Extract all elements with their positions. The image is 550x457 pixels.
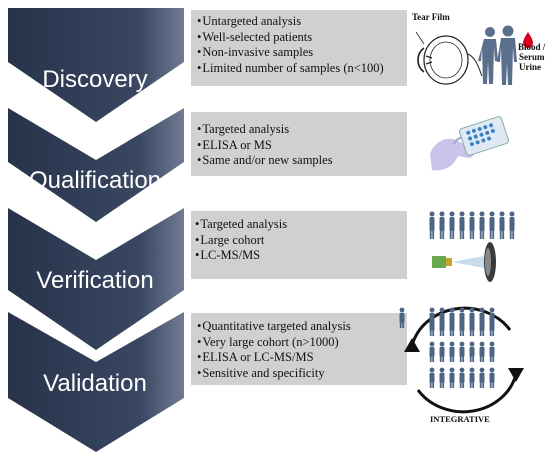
discovery-illustration <box>415 25 533 85</box>
mass-spec-instrument-icon <box>432 242 496 282</box>
microarray-plate-icon <box>459 116 509 156</box>
bullet-item: Sensitive and specificity <box>197 366 401 382</box>
discovery-box: Untargeted analysis Well-selected patien… <box>191 10 407 86</box>
bullet-item: Quantitative targeted analysis <box>197 319 401 335</box>
arrowhead-icon <box>508 368 524 382</box>
urine-label: Urine <box>519 62 541 72</box>
stage-label-discovery: Discovery <box>42 66 148 93</box>
blood-label: Blood / <box>518 42 546 52</box>
bullet-item: Limited number of samples (n<100) <box>197 61 401 77</box>
chevron-qualification <box>8 108 184 222</box>
qualification-illustration <box>430 116 509 171</box>
bullet-item: Large cohort <box>195 233 401 249</box>
bullet-item: Well-selected patients <box>197 30 401 46</box>
validation-illustration <box>399 306 524 414</box>
chevron-verification <box>8 208 184 350</box>
qualification-box: Targeted analysis ELISA or MS Same and/o… <box>191 112 407 176</box>
integrative-label: INTEGRATIVE <box>430 414 490 424</box>
bullet-item: LC-MS/MS <box>195 248 401 264</box>
blood-drop-icon <box>523 32 533 48</box>
bullet-item: ELISA or MS <box>197 138 401 154</box>
bullet-item: Same and/or new samples <box>197 153 401 169</box>
chevron-discovery <box>8 8 184 122</box>
verification-box: Targeted analysis Large cohort LC-MS/MS <box>191 211 407 279</box>
large-cohort-grid-icon <box>399 307 495 328</box>
chevron-validation <box>8 312 184 452</box>
bullet-item: Non-invasive samples <box>197 45 401 61</box>
tear-film-label: Tear Film <box>412 12 450 22</box>
bullet-item: ELISA or LC-MS/MS <box>197 350 401 366</box>
cycle-arrows-icon <box>410 306 518 414</box>
bullet-item: Targeted analysis <box>195 217 401 233</box>
stage-label-qualification: Qualification <box>28 167 162 194</box>
bullet-item: Very large cohort (n>1000) <box>197 335 401 351</box>
serum-label: Serum <box>519 52 545 62</box>
cohort-figures-icon <box>429 211 515 239</box>
eye-diagram-icon <box>415 31 483 85</box>
validation-box: Quantitative targeted analysis Very larg… <box>191 313 407 385</box>
human-figures-icon <box>478 25 517 85</box>
arrowhead-icon <box>404 338 420 352</box>
bullet-item: Untargeted analysis <box>197 14 401 30</box>
stage-label-verification: Verification <box>36 267 154 294</box>
verification-illustration <box>429 211 515 282</box>
stage-label-validation: Validation <box>43 370 147 397</box>
bullet-item: Targeted analysis <box>197 122 401 138</box>
